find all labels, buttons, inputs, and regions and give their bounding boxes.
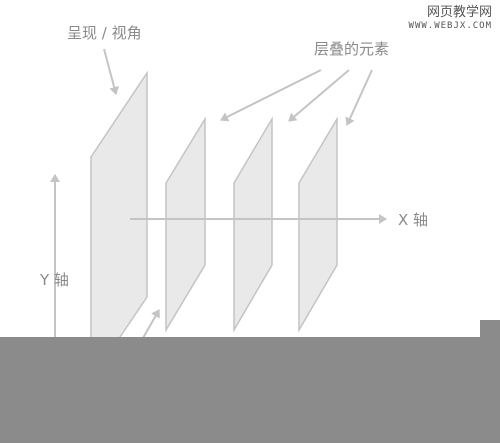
view-pointer-arrow bbox=[103, 48, 120, 95]
bottom-corner-block bbox=[480, 320, 500, 340]
stacked-layer-1 bbox=[165, 116, 206, 333]
x-axis-label: X 轴 bbox=[398, 211, 428, 229]
stack-pointer-arrow-2 bbox=[288, 69, 350, 122]
stack-pointer-arrow-1 bbox=[220, 69, 322, 122]
view-plane bbox=[90, 70, 148, 383]
watermark-url: WWW.WEBJX.COM bbox=[408, 21, 492, 31]
y-axis-label: Y 轴 bbox=[39, 271, 69, 289]
bottom-band bbox=[0, 337, 500, 443]
stacked-layer-3 bbox=[298, 116, 338, 333]
stacked-layer-2 bbox=[233, 116, 273, 333]
stacked-elements-label: 层叠的元素 bbox=[314, 40, 389, 58]
presentation-view-label: 呈现 / 视角 bbox=[67, 24, 142, 42]
watermark-title: 网页教学网 bbox=[426, 5, 492, 20]
stack-pointer-arrow-3 bbox=[345, 69, 373, 126]
